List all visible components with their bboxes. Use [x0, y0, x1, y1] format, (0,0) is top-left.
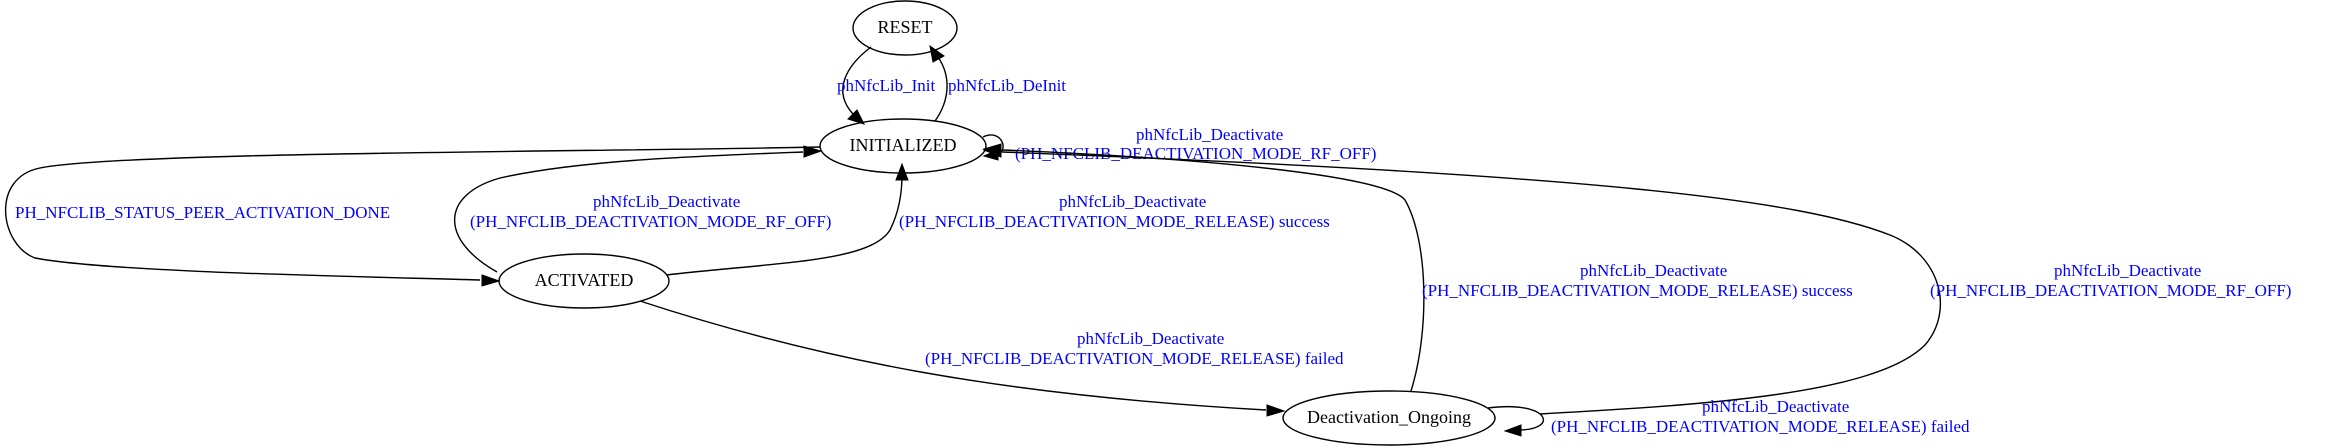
edge-deactivation-self-arrow: [1503, 424, 1522, 437]
edge-deactivation-self-line: [1487, 406, 1545, 431]
edge-initialized-self: phNfcLib_Deactivate (PH_NFCLIB_DEACTIVAT…: [982, 125, 1376, 163]
edge-activated-to-deactivation-arrow: [1266, 404, 1286, 417]
edge-activated-to-initialized-rf-off-arrow: [803, 145, 823, 158]
edge-activated-to-deactivation-label-1: phNfcLib_Deactivate: [1077, 329, 1224, 348]
edge-activated-to-initialized-rf-off-label-2: (PH_NFCLIB_DEACTIVATION_MODE_RF_OFF): [470, 212, 831, 231]
edge-initialized-self-label-1: phNfcLib_Deactivate: [1136, 125, 1283, 144]
edge-deactivation-to-initialized-success-label-2: (PH_NFCLIB_DEACTIVATION_MODE_RELEASE) su…: [1422, 281, 1853, 300]
edge-deactivation-self: phNfcLib_Deactivate (PH_NFCLIB_DEACTIVAT…: [1487, 397, 1970, 437]
node-activated[interactable]: ACTIVATED: [498, 253, 670, 309]
edge-activated-to-initialized-release-arrow: [895, 162, 909, 181]
edge-initialized-to-reset: phNfcLib_DeInit: [929, 44, 1066, 122]
node-deactivation-ongoing-label: Deactivation_Ongoing: [1307, 407, 1471, 427]
edge-activated-to-deactivation-line: [639, 300, 1267, 411]
edge-activated-to-initialized-release-label-1: phNfcLib_Deactivate: [1059, 192, 1206, 211]
edge-initialized-to-activated-line: [4, 146, 821, 281]
edge-activated-to-initialized-rf-off: phNfcLib_Deactivate (PH_NFCLIB_DEACTIVAT…: [453, 145, 831, 273]
edge-activated-to-initialized-rf-off-line: [453, 151, 804, 273]
node-activated-label: ACTIVATED: [535, 270, 634, 290]
edge-deactivation-to-initialized-rf-off-arrow: [982, 145, 1002, 158]
edge-reset-to-initialized-arrow: [847, 109, 865, 125]
edge-initialized-to-reset-arrow: [929, 44, 945, 63]
node-reset-label: RESET: [877, 17, 932, 37]
edge-deactivation-self-label-2: (PH_NFCLIB_DEACTIVATION_MODE_RELEASE) fa…: [1551, 417, 1970, 436]
node-initialized-label: INITIALIZED: [850, 135, 957, 155]
edge-deactivation-self-label-1: phNfcLib_Deactivate: [1702, 397, 1849, 416]
edge-activated-to-deactivation-label-2: (PH_NFCLIB_DEACTIVATION_MODE_RELEASE) fa…: [925, 349, 1344, 368]
edge-initialized-to-activated-arrow: [481, 274, 501, 287]
node-deactivation-ongoing[interactable]: Deactivation_Ongoing: [1282, 390, 1496, 446]
edge-activated-to-initialized-release-line: [665, 174, 903, 276]
edge-activated-to-initialized-rf-off-label-1: phNfcLib_Deactivate: [593, 192, 740, 211]
edge-deactivation-to-initialized-rf-off-label-2: (PH_NFCLIB_DEACTIVATION_MODE_RF_OFF): [1930, 281, 2291, 300]
node-deactivation-ongoing-shape: [1282, 390, 1496, 446]
edge-deactivation-to-initialized-rf-off: phNfcLib_Deactivate (PH_NFCLIB_DEACTIVAT…: [982, 145, 2291, 415]
edge-reset-to-initialized-line: [842, 46, 872, 115]
edge-activated-to-initialized-release-label-2: (PH_NFCLIB_DEACTIVATION_MODE_RELEASE) su…: [899, 212, 1330, 231]
node-reset[interactable]: RESET: [852, 0, 958, 56]
edge-activated-to-deactivation: phNfcLib_Deactivate (PH_NFCLIB_DEACTIVAT…: [639, 300, 1344, 417]
node-initialized[interactable]: INITIALIZED: [819, 118, 987, 174]
edge-deactivation-to-initialized-rf-off-line: [1001, 151, 1941, 415]
edge-reset-to-initialized: phNfcLib_Init: [837, 46, 935, 125]
edge-deactivation-to-initialized-success: phNfcLib_Deactivate (PH_NFCLIB_DEACTIVAT…: [982, 143, 1853, 392]
edge-initialized-to-reset-line: [934, 56, 948, 122]
edge-initialized-to-activated-label: PH_NFCLIB_STATUS_PEER_ACTIVATION_DONE: [15, 203, 390, 222]
edge-deactivation-to-initialized-success-label-1: phNfcLib_Deactivate: [1580, 261, 1727, 280]
edge-activated-to-initialized-release: phNfcLib_Deactivate (PH_NFCLIB_DEACTIVAT…: [665, 162, 1330, 276]
edge-deactivation-to-initialized-rf-off-label-1: phNfcLib_Deactivate: [2054, 261, 2201, 280]
edge-reset-to-initialized-label: phNfcLib_Init: [837, 76, 935, 95]
node-reset-shape: [852, 0, 958, 56]
edge-initialized-self-label-2: (PH_NFCLIB_DEACTIVATION_MODE_RF_OFF): [1015, 144, 1376, 163]
edge-initialized-to-reset-label: phNfcLib_DeInit: [948, 76, 1066, 95]
edge-initialized-to-activated: PH_NFCLIB_STATUS_PEER_ACTIVATION_DONE: [4, 146, 821, 287]
